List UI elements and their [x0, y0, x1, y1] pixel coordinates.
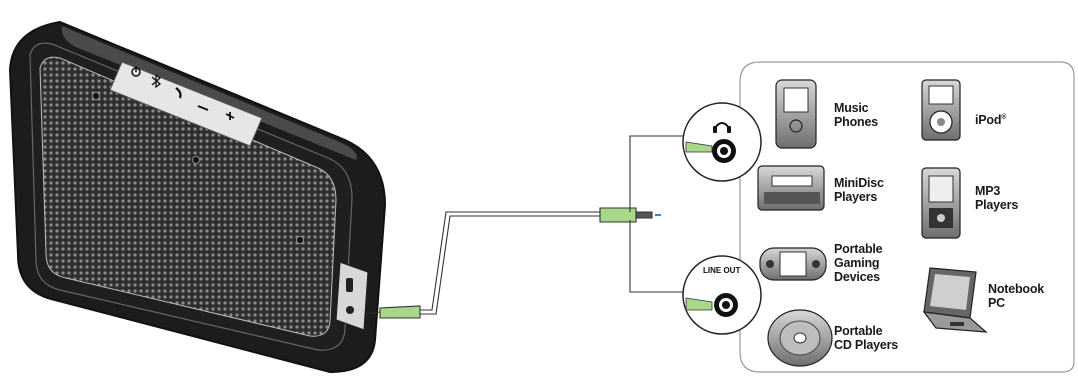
label-ipod-mark: ®: [1001, 114, 1007, 121]
label-ipod-text: iPod: [975, 113, 1002, 128]
headphone-icon: [713, 122, 731, 133]
control-panel: [109, 61, 263, 147]
cd-player-icon: [767, 309, 833, 367]
label-minidisc-players: MiniDisc Players: [834, 176, 884, 204]
speaker: [8, 20, 387, 374]
line-out-label: LINE OUT: [703, 266, 741, 275]
power-icon[interactable]: [131, 66, 141, 77]
ipod-icon: [921, 79, 961, 141]
label-notebook-pc: Notebook PC: [988, 282, 1045, 310]
music-phone-icon: [775, 79, 817, 149]
mp3-player-icon: [921, 167, 961, 239]
speaker-port-panel: [335, 261, 369, 331]
volume-down-icon[interactable]: [197, 105, 209, 111]
label-mp3-players: MP3 Players: [975, 184, 1019, 212]
notebook-pc-icon: [922, 267, 988, 333]
phone-icon[interactable]: [175, 87, 182, 99]
minidisc-icon: [757, 165, 825, 211]
label-portable-cd-players: Portable CD Players: [834, 324, 899, 352]
bluetooth-icon[interactable]: [151, 73, 162, 89]
label-portable-gaming-devices: Portable Gaming Devices: [834, 242, 883, 284]
line-out-port: [682, 255, 762, 335]
headphone-port: [682, 102, 762, 182]
audio-cable: [365, 135, 690, 319]
gaming-device-icon: [759, 247, 827, 281]
label-music-phones: Music Phones: [834, 101, 878, 129]
speaker-grille: [39, 56, 337, 337]
device-panel: [739, 61, 1075, 373]
volume-up-icon[interactable]: [225, 112, 235, 120]
label-ipod: iPod®: [975, 111, 1006, 127]
